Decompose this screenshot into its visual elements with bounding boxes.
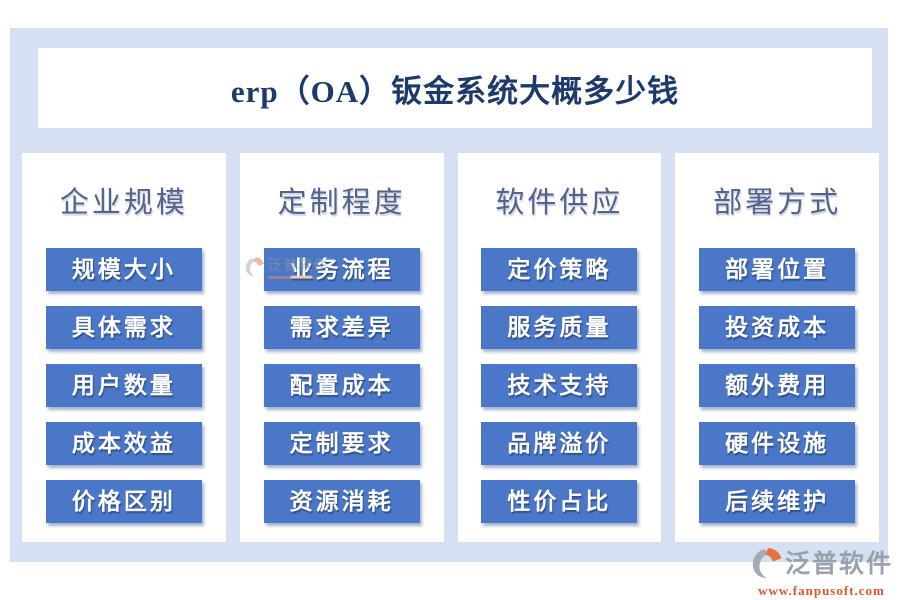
factor-button[interactable]: 定制要求: [263, 422, 420, 465]
column-enterprise-scale: 企业规模 规模大小 具体需求 用户数量 成本效益 价格区别: [22, 153, 226, 542]
factor-button[interactable]: 需求差异: [263, 306, 420, 349]
factor-columns: 企业规模 规模大小 具体需求 用户数量 成本效益 价格区别 定制程度 业务流程 …: [22, 153, 879, 542]
factor-button[interactable]: 技术支持: [481, 364, 638, 407]
factor-button[interactable]: 资源消耗: [263, 480, 420, 523]
factor-button[interactable]: 用户数量: [45, 364, 202, 407]
factor-button[interactable]: 性价占比: [481, 480, 638, 523]
factor-button[interactable]: 具体需求: [45, 306, 202, 349]
factor-button[interactable]: 后续维护: [699, 480, 856, 523]
factor-button[interactable]: 服务质量: [481, 306, 638, 349]
factor-button[interactable]: 部署位置: [699, 248, 856, 291]
column-deployment-mode: 部署方式 部署位置 投资成本 额外费用 硬件设施 后续维护: [675, 153, 879, 542]
factor-button[interactable]: 成本效益: [45, 422, 202, 465]
factor-button[interactable]: 投资成本: [699, 306, 856, 349]
factor-button[interactable]: 规模大小: [45, 248, 202, 291]
brand-logo-text: 泛普软件: [784, 551, 893, 578]
main-panel: erp（OA）钣金系统大概多少钱 企业规模 规模大小 具体需求 用户数量 成本效…: [10, 28, 888, 562]
column-software-supply: 软件供应 定价策略 服务质量 技术支持 品牌溢价 性价占比: [457, 153, 662, 542]
column-customization-degree: 定制程度 业务流程 需求差异 配置成本 定制要求 资源消耗: [239, 153, 444, 542]
column-header: 部署方式: [713, 187, 842, 219]
column-header: 定制程度: [277, 187, 406, 219]
factor-button[interactable]: 额外费用: [699, 364, 856, 407]
factor-button[interactable]: 品牌溢价: [481, 422, 638, 465]
fanpu-logo-icon: [750, 546, 783, 584]
factor-button[interactable]: 配置成本: [263, 364, 420, 407]
column-header: 软件供应: [495, 187, 624, 219]
fanpu-brand-lockup[interactable]: 泛普软件 www.fanpusoft.com: [750, 546, 893, 599]
title-banner: erp（OA）钣金系统大概多少钱: [38, 48, 872, 128]
brand-website-link[interactable]: www.fanpusoft.com: [758, 583, 885, 598]
factor-button[interactable]: 业务流程: [263, 248, 420, 291]
page-title: erp（OA）钣金系统大概多少钱: [230, 73, 680, 109]
column-header: 企业规模: [59, 187, 188, 219]
factor-button[interactable]: 硬件设施: [699, 422, 856, 465]
factor-button[interactable]: 定价策略: [481, 248, 638, 291]
factor-button[interactable]: 价格区别: [45, 480, 202, 523]
